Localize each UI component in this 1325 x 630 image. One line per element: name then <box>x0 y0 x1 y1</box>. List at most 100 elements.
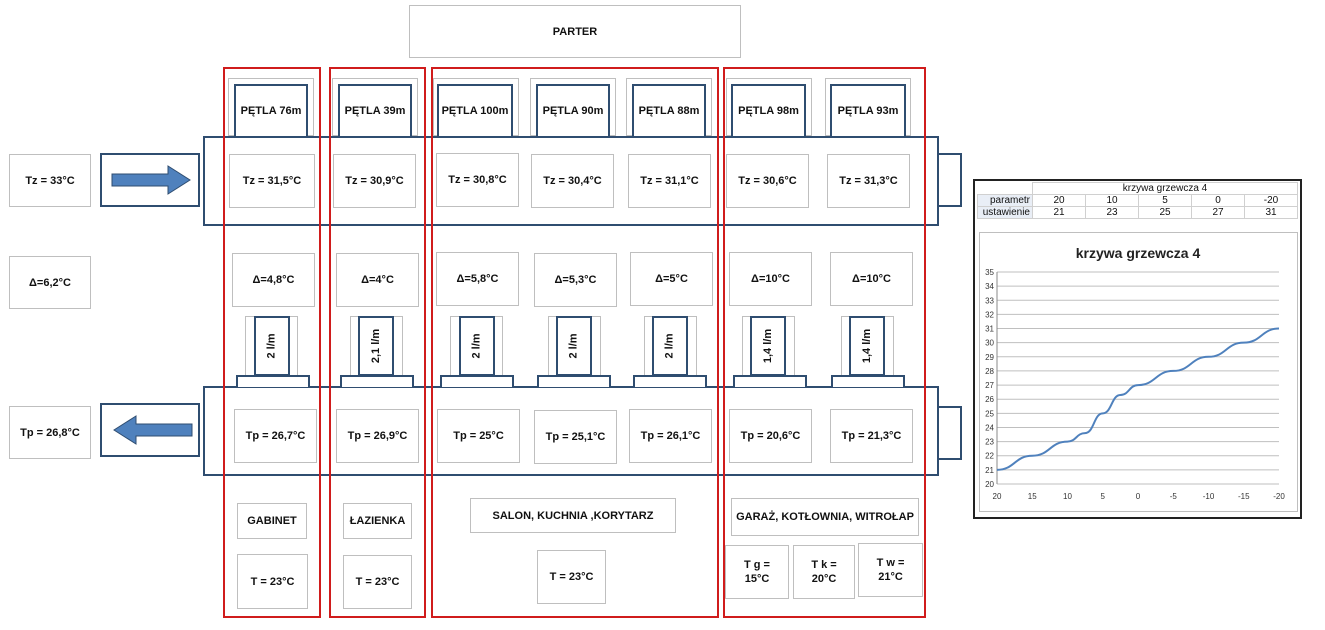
row-label-ustawienie: ustawienie <box>977 206 1033 219</box>
table-cell: 21 <box>1032 206 1086 219</box>
loop-return-temp: Tp = 20,6°C <box>729 409 812 463</box>
y-tick-label: 26 <box>985 395 994 404</box>
room-temp-gabinet: T = 23°C <box>237 554 308 609</box>
room-temp-lazienka: T = 23°C <box>343 555 412 609</box>
table-cell: 10 <box>1085 194 1139 207</box>
flow-meter-base <box>340 375 414 387</box>
room-name-salon: SALON, KUCHNIA ,KORYTARZ <box>470 498 676 533</box>
x-tick-label: 0 <box>1136 492 1141 501</box>
x-tick-label: -10 <box>1203 492 1215 501</box>
y-tick-label: 31 <box>985 325 994 334</box>
supply-manifold-endcap <box>937 153 962 207</box>
loop-header: PĘTLA 93m <box>830 84 906 136</box>
loop-delta: Δ=10°C <box>729 252 812 306</box>
loop-return-temp: Tp = 26,1°C <box>629 409 712 463</box>
heating-curve-table: krzywa grzewcza 4 parametr 20 10 5 0 -20… <box>977 182 1298 219</box>
table-title: krzywa grzewcza 4 <box>1032 182 1298 195</box>
loop-header: PĘTLA 100m <box>437 84 513 136</box>
y-tick-label: 29 <box>985 353 994 362</box>
chart-series-line <box>996 327 1280 471</box>
return-manifold-endcap <box>937 406 962 460</box>
heating-curve-panel: krzywa grzewcza 4 parametr 20 10 5 0 -20… <box>973 179 1302 519</box>
loop-header: PĘTLA 39m <box>338 84 412 136</box>
flow-meter-base <box>733 375 807 387</box>
room-name-gabinet: GABINET <box>237 503 307 539</box>
x-tick-label: 15 <box>1028 492 1037 501</box>
room-temp-vestibule: T w = 21°C <box>858 543 923 597</box>
loop-supply-temp: Tz = 30,6°C <box>726 154 809 208</box>
y-tick-label: 32 <box>985 310 994 319</box>
loop-supply-temp: Tz = 30,4°C <box>531 154 614 208</box>
table-cell: 5 <box>1138 194 1192 207</box>
loop-delta: Δ=4°C <box>336 253 419 307</box>
y-tick-label: 22 <box>985 452 994 461</box>
loop-header: PĘTLA 76m <box>234 84 308 136</box>
flow-meter-base <box>440 375 514 387</box>
room-temp-salon: T = 23°C <box>537 550 606 604</box>
zone-salon <box>431 67 719 618</box>
loop-supply-temp: Tz = 30,9°C <box>333 154 416 208</box>
row-label-parametr: parametr <box>977 194 1033 207</box>
y-tick-label: 34 <box>985 282 994 291</box>
zone-garaz <box>723 67 926 618</box>
supply-temp: Tz = 33°C <box>9 154 91 207</box>
loop-supply-temp: Tz = 30,8°C <box>436 153 519 207</box>
room-name-garaz: GARAŻ, KOTŁOWNIA, WITROŁAP <box>731 498 919 536</box>
flow-meter: 2 l/m <box>556 316 592 376</box>
flow-meter-base <box>633 375 707 387</box>
loop-supply-temp: Tz = 31,5°C <box>229 154 315 208</box>
loop-return-temp: Tp = 25,1°C <box>534 410 617 464</box>
loop-header: PĘTLA 88m <box>632 84 706 136</box>
main-delta: Δ=6,2°C <box>9 256 91 309</box>
y-tick-label: 27 <box>985 381 994 390</box>
x-tick-label: 20 <box>993 492 1002 501</box>
x-tick-label: -20 <box>1273 492 1285 501</box>
loop-return-temp: Tp = 21,3°C <box>830 409 913 463</box>
room-temp-garage: T g = 15°C <box>725 545 789 599</box>
heating-curve-chart: krzywa grzewcza 4 20 21 22 23 24 25 26 27 28 29 30… <box>979 232 1298 512</box>
table-cell: 31 <box>1244 206 1298 219</box>
zone-lazienka <box>329 67 426 618</box>
loop-supply-temp: Tz = 31,1°C <box>628 154 711 208</box>
x-tick-label: -5 <box>1170 492 1178 501</box>
loop-return-temp: Tp = 25°C <box>437 409 520 463</box>
table-cell: 20 <box>1032 194 1086 207</box>
loop-delta: Δ=5,8°C <box>436 252 519 306</box>
y-tick-label: 21 <box>985 466 994 475</box>
y-tick-label: 25 <box>985 409 994 418</box>
y-tick-label: 28 <box>985 367 994 376</box>
x-tick-label: 10 <box>1063 492 1072 501</box>
y-tick-label: 35 <box>985 268 994 277</box>
loop-delta: Δ=10°C <box>830 252 913 306</box>
chart-title: krzywa grzewcza 4 <box>1076 245 1201 261</box>
flow-meter-base <box>831 375 905 387</box>
loop-return-temp: Tp = 26,9°C <box>336 409 419 463</box>
return-temp: Tp = 26,8°C <box>9 406 91 459</box>
y-tick-label: 20 <box>985 480 994 489</box>
loop-delta: Δ=4,8°C <box>232 253 315 307</box>
y-tick-label: 24 <box>985 423 994 432</box>
flow-meter-base <box>236 375 310 387</box>
zone-gabinet <box>223 67 321 618</box>
room-temp-boiler-room: T k = 20°C <box>793 545 855 599</box>
flow-meter: 1,4 l/m <box>750 316 786 376</box>
flow-meter-base <box>537 375 611 387</box>
loop-delta: Δ=5,3°C <box>534 253 617 307</box>
page-title: PARTER <box>409 5 741 58</box>
table-cell: -20 <box>1244 194 1298 207</box>
table-cell: 23 <box>1085 206 1139 219</box>
return-arrow-frame <box>100 403 200 457</box>
y-tick-label: 23 <box>985 438 994 447</box>
y-tick-label: 30 <box>985 339 994 348</box>
y-tick-label: 33 <box>985 296 994 305</box>
supply-arrow-frame <box>100 153 200 207</box>
arrow-right-icon <box>111 165 191 195</box>
flow-meter: 2,1 l/m <box>358 316 394 376</box>
loop-delta: Δ=5°C <box>630 252 713 306</box>
table-cell: 0 <box>1191 194 1245 207</box>
loop-header: PĘTLA 98m <box>731 84 806 136</box>
loop-header: PĘTLA 90m <box>536 84 610 136</box>
arrow-left-icon <box>113 415 193 445</box>
x-tick-label: 5 <box>1101 492 1106 501</box>
loop-supply-temp: Tz = 31,3°C <box>827 154 910 208</box>
